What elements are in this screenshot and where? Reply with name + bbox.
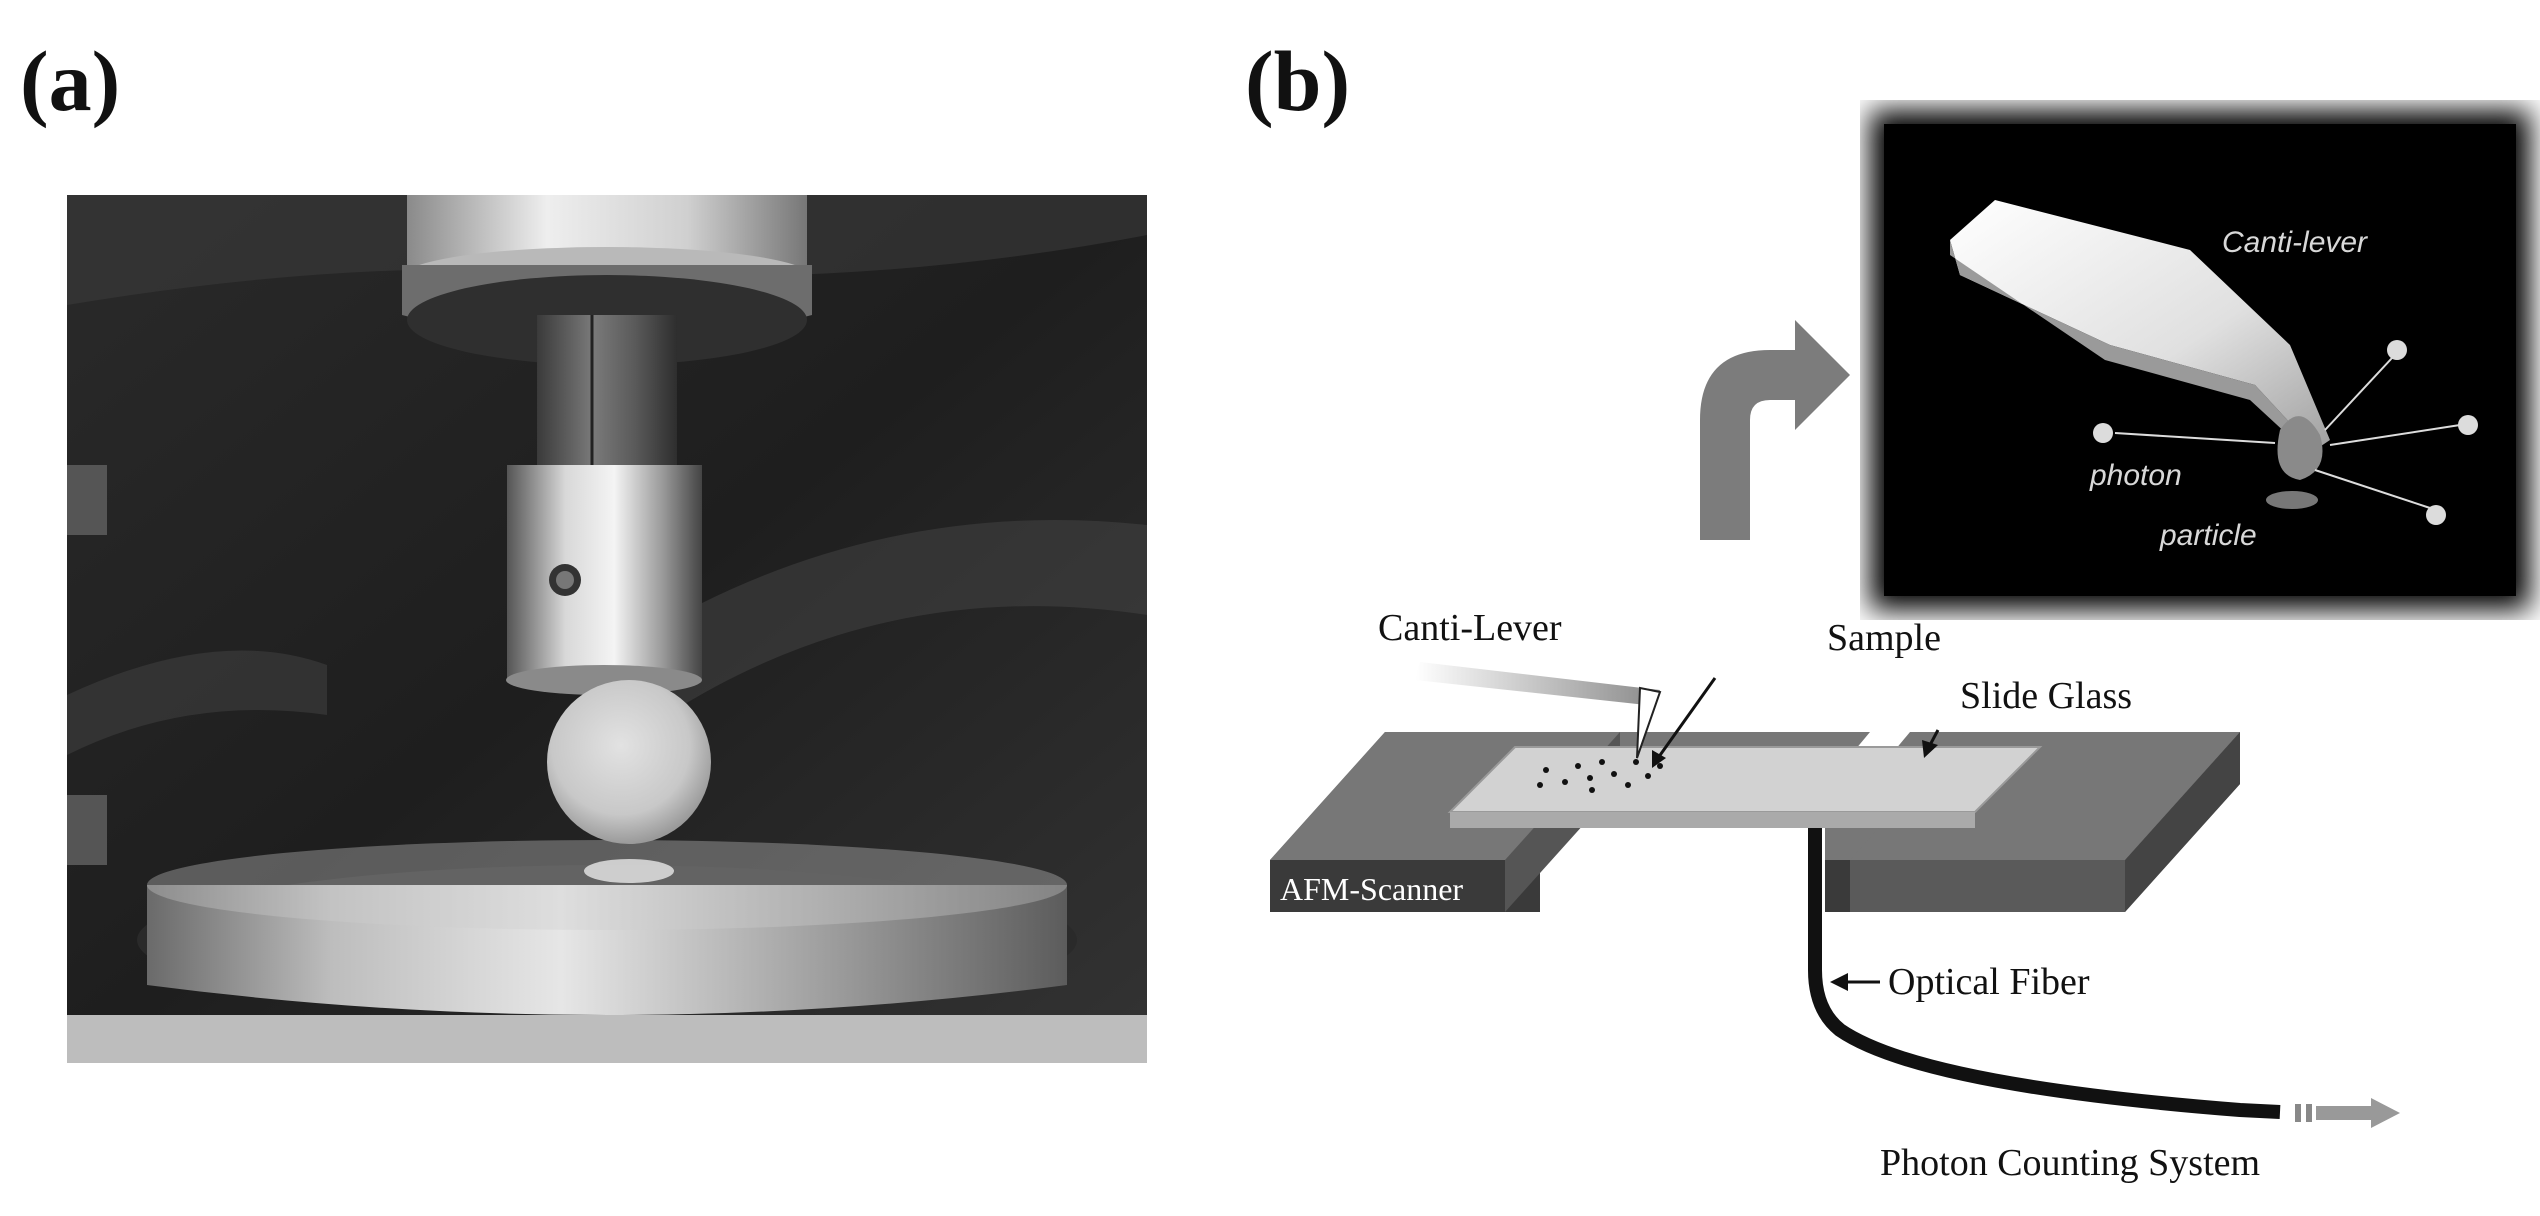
inset-label-canti-lever: Canti-lever xyxy=(2222,226,2368,259)
photon-arrow xyxy=(2295,1098,2400,1128)
label-photon-counting-system: Photon Counting System xyxy=(1880,1142,2260,1184)
experiment-photo xyxy=(67,195,1147,1063)
cantilever-inset: Canti-lever photon particle xyxy=(1870,110,2530,610)
sample-particles xyxy=(1537,759,1663,793)
afm-schematic: Canti-Lever Sample Slide Glass AFM-Scann… xyxy=(1270,320,2400,1184)
panel-a-label: (a) xyxy=(20,33,121,129)
inset-label-photon: photon xyxy=(2089,459,2182,492)
optical-fiber xyxy=(1808,828,2281,1119)
panel-b-label: (b) xyxy=(1245,33,1351,129)
cantilever xyxy=(1415,662,1662,759)
label-optical-fiber: Optical Fiber xyxy=(1888,961,2090,1003)
label-canti-lever: Canti-Lever xyxy=(1378,607,1562,649)
label-slide-glass: Slide Glass xyxy=(1960,675,2132,717)
curved-arrow xyxy=(1700,320,1850,540)
slide-glass xyxy=(1447,746,2043,828)
label-sample: Sample xyxy=(1827,617,1941,659)
label-afm-scanner: AFM-Scanner xyxy=(1280,871,1463,907)
inset-label-particle: particle xyxy=(2159,519,2257,552)
